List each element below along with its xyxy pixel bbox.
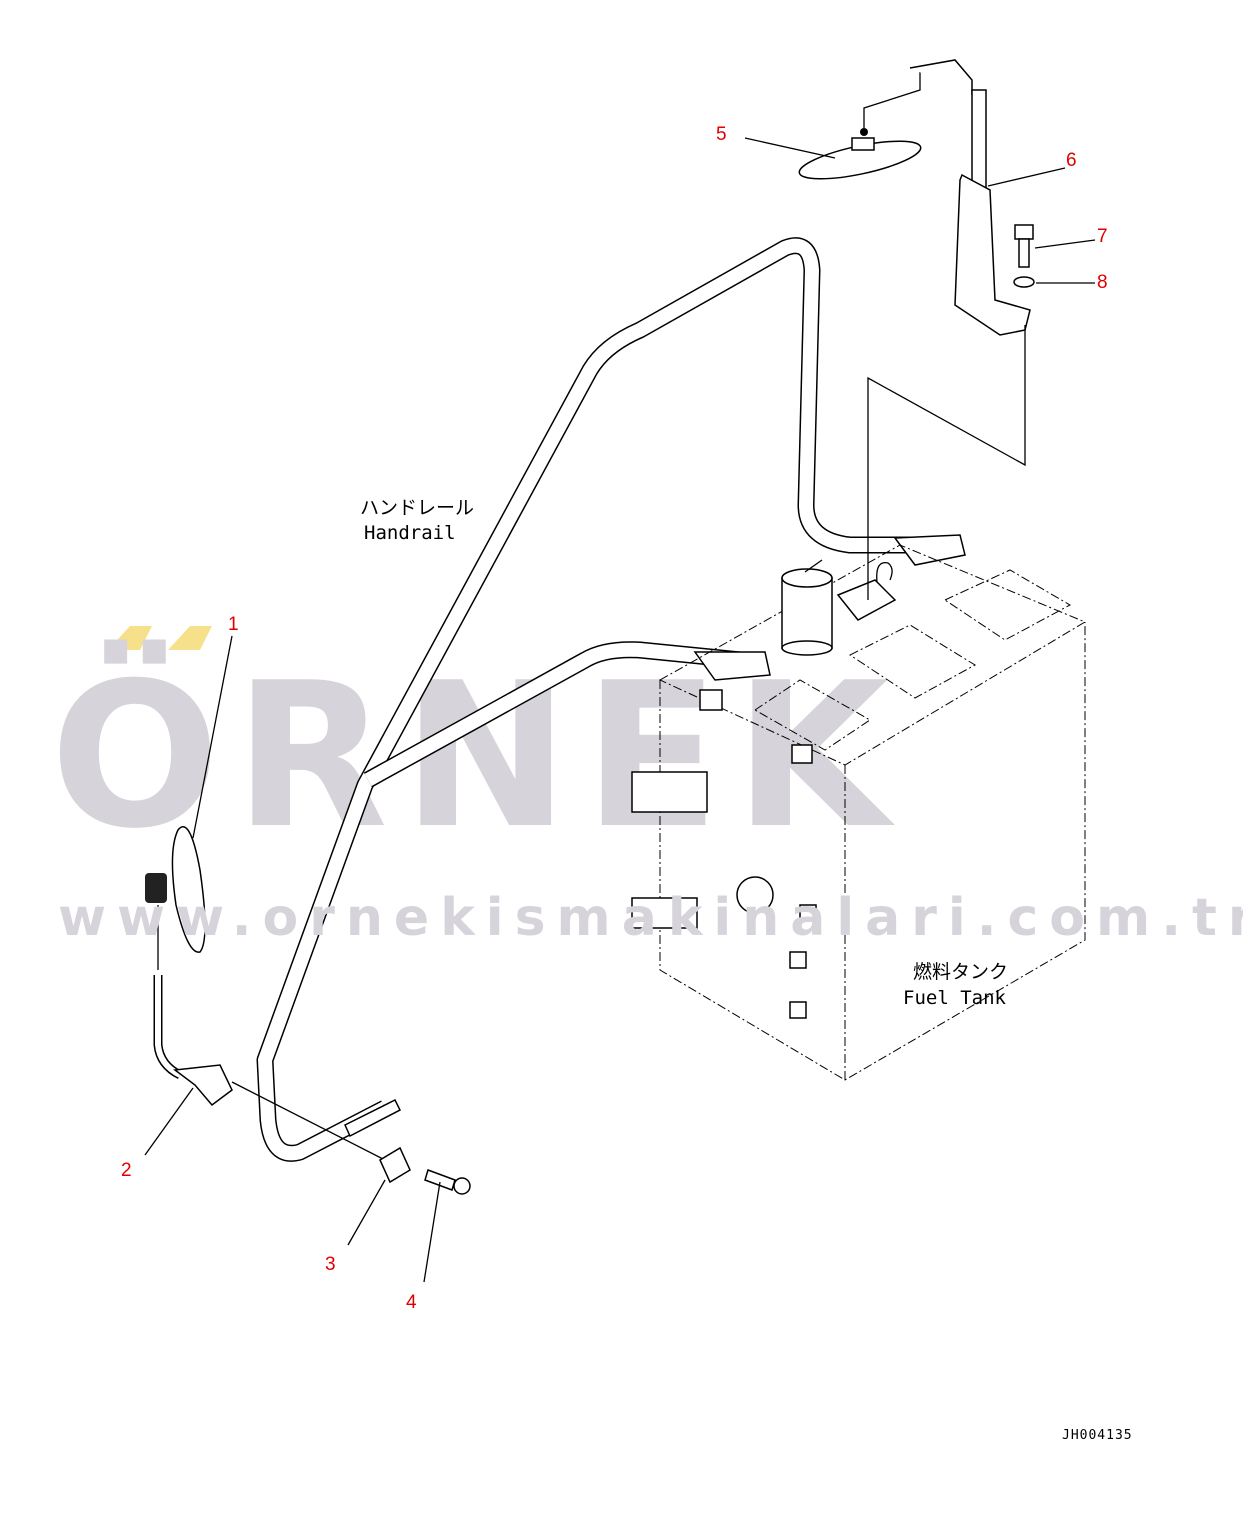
handrail-label-jp: ハンドレール [360, 497, 474, 519]
clamp [379, 1146, 411, 1184]
callout-4: 4 [406, 1292, 417, 1313]
umlaut-mark [108, 626, 152, 650]
handrail-mount-lower [693, 651, 771, 681]
callouts: 1 2 3 4 5 6 7 8 [121, 124, 1108, 1313]
drawing-code: JH004135 [1062, 1428, 1133, 1443]
leader-lines [144, 137, 1096, 1283]
bolt-7 [1014, 224, 1034, 268]
handrail-mount-upper [893, 534, 966, 566]
mirror-stay [153, 975, 386, 1161]
handrail-label-en: Handrail [364, 522, 456, 544]
callout-3: 3 [325, 1254, 336, 1275]
mirror-bracket [867, 59, 1031, 600]
handrail-end-plate [344, 1098, 402, 1138]
handrail [256, 237, 966, 1162]
bolt-4 [424, 1169, 471, 1195]
mirror-upper [798, 72, 922, 180]
fuel-tank-label-jp: 燃料タンク [913, 961, 1008, 983]
mirror-left [145, 826, 206, 970]
fuel-tank-label-en: Fuel Tank [903, 987, 1007, 1009]
tank-pad [836, 579, 897, 621]
umlaut-mark [168, 626, 212, 650]
callout-2: 2 [121, 1160, 132, 1181]
callout-8: 8 [1097, 272, 1108, 293]
watermark-url: www.ornekismakinalari.com.tr [58, 888, 1243, 948]
callout-5: 5 [716, 124, 727, 145]
callout-6: 6 [1066, 150, 1077, 171]
washer-8 [1013, 276, 1035, 288]
fuel-tank: 燃料タンク Fuel Tank [631, 544, 1087, 1081]
callout-7: 7 [1097, 226, 1108, 247]
callout-1: 1 [228, 614, 239, 635]
fuel-cap [781, 559, 833, 656]
